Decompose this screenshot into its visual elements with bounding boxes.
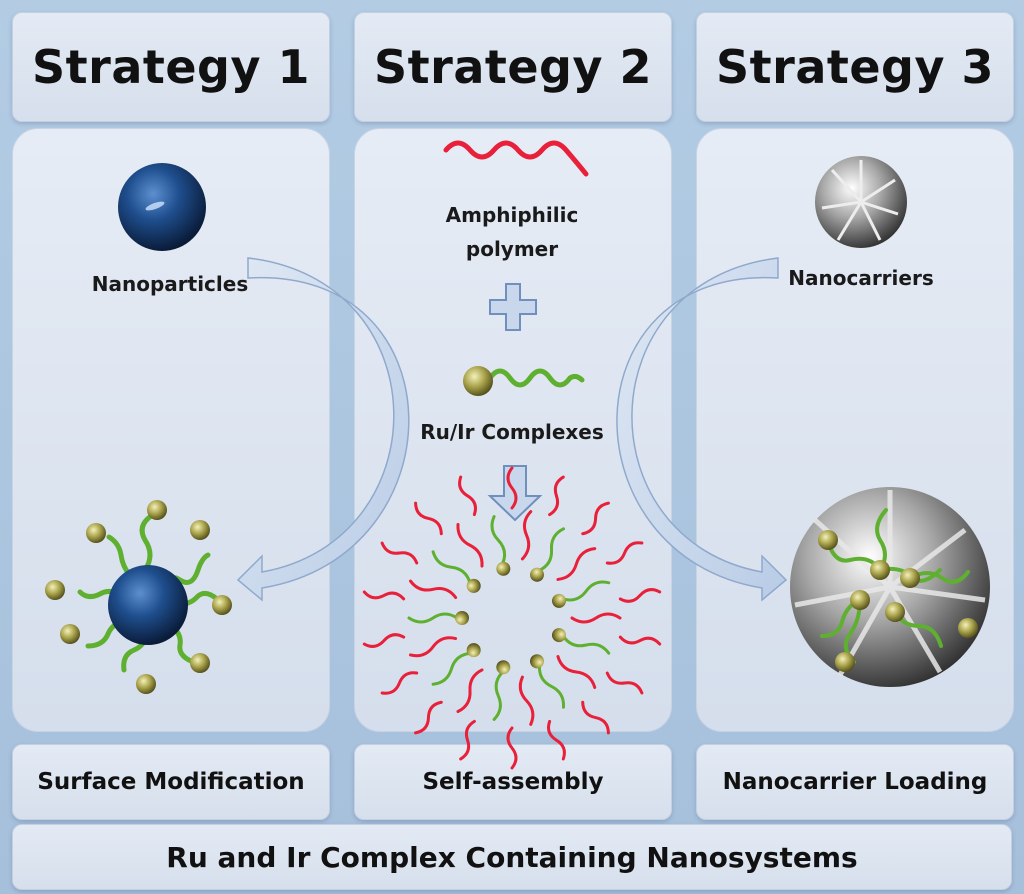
loaded-nanocarrier-icon [790,487,990,687]
ru-ir-complexes-label: Ru/Ir Complexes [420,420,604,444]
strategy-3-title: Strategy 3 [696,12,1014,122]
banner-title: Ru and Ir Complex Containing Nanosystems [12,824,1012,890]
nanoparticle-icon [118,163,206,251]
core-nanoparticle-icon [108,565,188,645]
strategy-3-arrow [616,257,788,602]
amphiphilic-label: Amphiphilic [445,203,579,227]
nanocarrier-icon [815,156,907,248]
polymer-label: polymer [465,237,559,261]
micelle-icon [362,466,662,770]
surface-modification-label: Surface Modification [12,744,330,820]
strategy-2-title: Strategy 2 [354,12,672,122]
strategy-1-arrow [236,257,410,602]
nanoparticles-label: Nanoparticles [91,272,249,296]
nanocarrier-loading-label: Nanocarrier Loading [696,744,1014,820]
strategy-1-title: Strategy 1 [12,12,330,122]
ru-ir-complex-icon [463,366,585,396]
nanocarriers-label: Nanocarriers [788,266,934,290]
plus-icon [489,283,537,331]
amphiphilic-polymer-icon [443,140,589,177]
self-assembly-label: Self-assembly [354,744,672,820]
complex-spheres [45,500,232,694]
